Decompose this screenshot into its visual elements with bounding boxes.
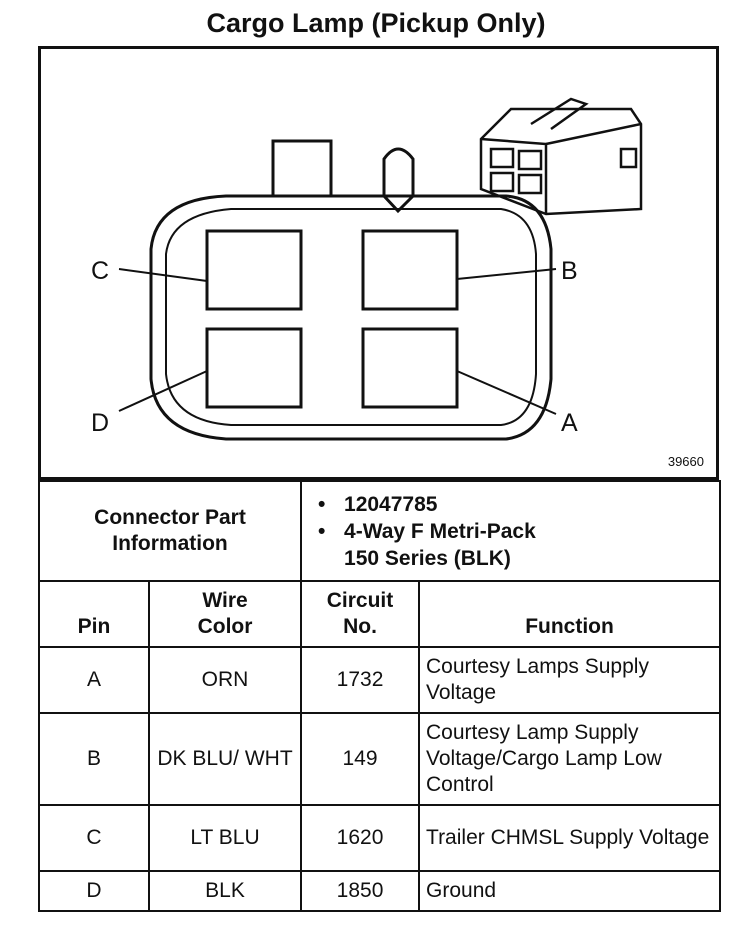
connector-table: Connector Part Information 12047785 4-Wa… bbox=[37, 480, 722, 912]
table-row: B DK BLU/ WHT 149 Courtesy Lamp Supply V… bbox=[38, 712, 722, 806]
pin-label-b: B bbox=[561, 257, 578, 285]
row-b-pin: B bbox=[38, 712, 150, 806]
connector-diagram: C B D A 39660 bbox=[38, 46, 719, 480]
pin-label-c: C bbox=[91, 257, 110, 285]
leader-b bbox=[456, 268, 557, 280]
row-b-circuit: 149 bbox=[300, 712, 421, 806]
part-number: 12047785 bbox=[318, 491, 713, 518]
pin-label-d: D bbox=[91, 409, 110, 437]
connector-info-row: Connector Part Information 12047785 4-Wa… bbox=[37, 480, 722, 582]
connector-outline bbox=[149, 194, 553, 441]
row-c-pin: C bbox=[38, 804, 150, 872]
connector-inner-outline bbox=[165, 208, 537, 426]
table-row: D BLK 1850 Ground bbox=[38, 870, 722, 912]
row-c-function: Trailer CHMSL Supply Voltage bbox=[418, 804, 722, 872]
col-header-pin: Pin bbox=[38, 580, 150, 648]
row-a-pin: A bbox=[38, 646, 150, 714]
row-d-circuit: 1850 bbox=[300, 870, 421, 912]
table-row: C LT BLU 1620 Trailer CHMSL Supply Volta… bbox=[38, 804, 722, 872]
col-header-function: Function bbox=[418, 580, 722, 648]
row-c-circuit: 1620 bbox=[300, 804, 421, 872]
leader-d bbox=[118, 370, 208, 412]
row-b-function: Courtesy Lamp Supply Voltage/Cargo Lamp … bbox=[418, 712, 722, 806]
connector-iso-sketch bbox=[479, 97, 643, 216]
pin-label-a: A bbox=[561, 409, 578, 437]
connector-description: 4-Way F Metri-Pack 150 Series (BLK) bbox=[318, 518, 713, 572]
row-c-wire-color: LT BLU bbox=[147, 804, 303, 872]
figure-ref-number: 39660 bbox=[667, 454, 704, 469]
cavity-c bbox=[205, 229, 303, 311]
row-a-wire-color: ORN bbox=[147, 646, 303, 714]
connector-face-drawing bbox=[118, 97, 643, 441]
cavity-d bbox=[205, 327, 303, 409]
leader-a bbox=[456, 370, 557, 415]
cavity-b bbox=[361, 229, 459, 311]
table-row: A ORN 1732 Courtesy Lamps Supply Voltage bbox=[38, 646, 722, 714]
cavity-a bbox=[361, 327, 459, 409]
connector-info-label: Connector Part Information bbox=[37, 480, 303, 582]
page-title: Cargo Lamp (Pickup Only) bbox=[206, 8, 546, 38]
connector-info-details: 12047785 4-Way F Metri-Pack 150 Series (… bbox=[300, 480, 722, 582]
leader-c bbox=[118, 268, 208, 282]
row-a-function: Courtesy Lamps Supply Voltage bbox=[418, 646, 722, 714]
row-a-circuit: 1732 bbox=[300, 646, 421, 714]
keying-post bbox=[382, 147, 415, 214]
latch-tab bbox=[271, 139, 333, 196]
row-b-wire-color: DK BLU/ WHT bbox=[147, 712, 303, 806]
row-d-wire-color: BLK bbox=[147, 870, 303, 912]
row-d-function: Ground bbox=[418, 870, 722, 912]
row-d-pin: D bbox=[38, 870, 150, 912]
